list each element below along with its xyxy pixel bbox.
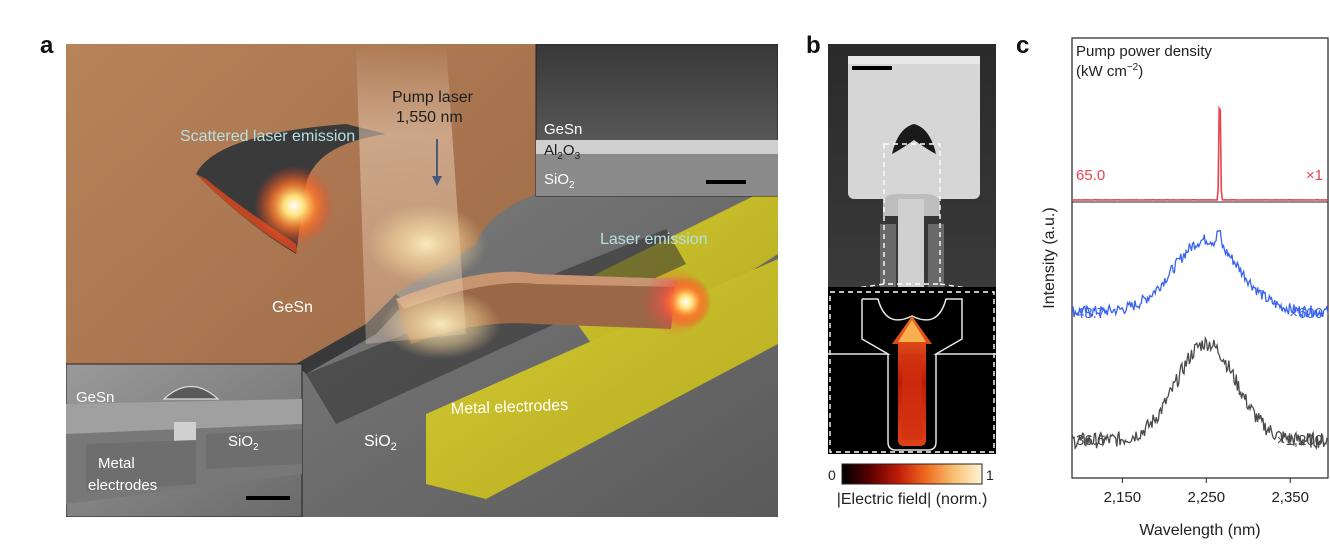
x-tick-label: 2,350 xyxy=(1271,489,1309,506)
metal-electrodes-label: Metal electrodes xyxy=(451,397,569,418)
laser-emission-spot xyxy=(660,276,712,328)
y-axis-label: Intensity (a.u.) xyxy=(1041,207,1058,308)
microdisk-svg: 0 1 xyxy=(828,44,996,485)
series-pump-label: 48.7 xyxy=(1076,305,1105,322)
device-illustration: Pump laser 1,550 nm Scattered laser emis… xyxy=(66,44,778,517)
device-illustration-svg: Pump laser 1,550 nm Scattered laser emis… xyxy=(66,44,778,517)
inset-bottom-metal-1: Metal xyxy=(98,455,135,472)
colorbar-max: 1 xyxy=(986,467,994,483)
inset-cross-section: GeSn Al2O3 SiO2 xyxy=(535,44,778,197)
microdisk-field-panel: 0 1 |Electric field| (norm.) xyxy=(828,44,996,508)
series-line-65.0 xyxy=(1072,105,1329,201)
series-line-36.6 xyxy=(1071,335,1329,451)
scale-bar-b xyxy=(852,66,892,70)
inset-top-sio2: SiO2 xyxy=(544,171,575,191)
legend-title-2: (kW cm−2) xyxy=(1076,62,1143,80)
pump-label-1: Pump laser xyxy=(392,89,474,106)
scattered-emission-spot xyxy=(254,166,334,246)
gesn-label: GeSn xyxy=(272,299,313,316)
x-tick-label: 2,150 xyxy=(1104,489,1142,506)
colorbar-label: |Electric field| (norm.) xyxy=(836,491,988,508)
scale-bar-bottom xyxy=(246,496,290,500)
spectra-chart: Pump power density (kW cm−2) 65.0 ×1 48.7 ×… xyxy=(1041,37,1329,539)
series-line-48.7 xyxy=(1071,229,1329,318)
inset-sem-device: GeSn SiO2 Metal electrodes xyxy=(66,363,303,517)
laser-emission-label: Laser emission xyxy=(600,231,708,248)
pump-label-2: 1,550 nm xyxy=(396,109,463,126)
series-scale-label: ×1,200 xyxy=(1277,432,1323,449)
series-pump-label: 65.0 xyxy=(1076,167,1105,184)
spectra-panel: Pump power density (kW cm−2) 65.0 ×1 48.7 ×… xyxy=(1040,30,1330,550)
inset-bottom-sio2: SiO2 xyxy=(228,433,259,453)
inset-bottom-gesn: GeSn xyxy=(76,389,114,406)
scattered-label: Scattered laser emission xyxy=(180,128,355,145)
panel-label-c: c xyxy=(1016,32,1030,59)
x-tick-label: 2,250 xyxy=(1188,489,1226,506)
x-axis-label: Wavelength (nm) xyxy=(1139,522,1260,539)
colorbar-min: 0 xyxy=(828,467,836,483)
series-pump-label: 36.6 xyxy=(1076,432,1105,449)
inset-top-al2o3: Al2O3 xyxy=(544,142,581,162)
inset-top-gesn: GeSn xyxy=(544,121,582,138)
legend-title-1: Pump power density xyxy=(1076,43,1212,60)
colorbar xyxy=(841,463,983,485)
series-scale-label: ×600 xyxy=(1289,305,1323,322)
sio2-label: SiO2 xyxy=(364,433,397,453)
microdisk-hole xyxy=(892,124,936,154)
zoom-box xyxy=(883,143,941,285)
scale-bar-top xyxy=(706,180,746,184)
panel-label-b: b xyxy=(806,32,821,59)
inset-bottom-metal-2: electrodes xyxy=(88,477,157,494)
microdisk-stem xyxy=(898,199,924,287)
plot-frame xyxy=(1071,37,1329,479)
series-scale-label: ×1 xyxy=(1306,167,1323,184)
panel-label-a: a xyxy=(40,32,54,59)
